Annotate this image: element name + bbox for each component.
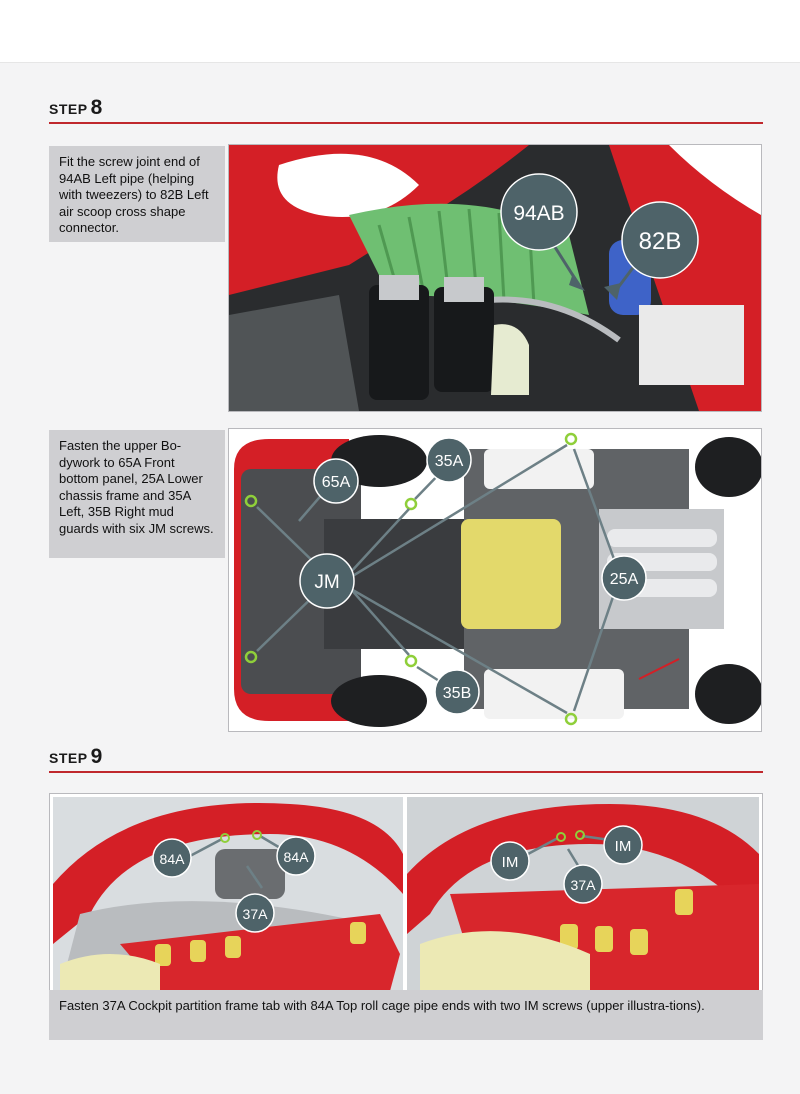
svg-text:84A: 84A (160, 851, 186, 867)
callout-im-left: IM (490, 841, 530, 881)
step-8-number: 8 (90, 96, 103, 119)
callout-84a-left: 84A (152, 838, 192, 878)
step-9-number: 9 (90, 745, 103, 768)
callout-84a-right: 84A (276, 836, 316, 876)
step-8-word: STEP (49, 101, 88, 117)
svg-text:IM: IM (615, 838, 632, 855)
svg-text:37A: 37A (243, 906, 269, 922)
page-header-band (0, 0, 800, 63)
step-9-caption: Fasten 37A Cockpit partition frame tab w… (49, 990, 763, 1040)
callout-35a: 35A (426, 437, 472, 483)
step-8-instruction-2: Fasten the upper Bo-dywork to 65A Front … (49, 430, 225, 558)
svg-text:82B: 82B (639, 228, 682, 255)
figure-step-9-panel (49, 793, 763, 990)
svg-text:37A: 37A (571, 877, 597, 893)
svg-text:25A: 25A (610, 571, 639, 588)
callout-im-right: IM (603, 825, 643, 865)
svg-text:94AB: 94AB (513, 202, 564, 225)
callout-25a: 25A (601, 555, 647, 601)
step-9-rule (49, 771, 763, 773)
svg-text:65A: 65A (322, 474, 351, 491)
callout-94ab: 94AB (500, 173, 578, 251)
svg-text:35A: 35A (435, 453, 464, 470)
callout-65a: 65A (313, 458, 359, 504)
callout-37a-left: 37A (235, 893, 275, 933)
roll-cage-illustrations (50, 794, 762, 990)
callout-35b: 35B (434, 669, 480, 715)
svg-text:35B: 35B (443, 685, 471, 702)
callout-37a-right: 37A (563, 864, 603, 904)
svg-text:JM: JM (314, 572, 339, 593)
callout-jm: JM (299, 553, 355, 609)
step-8-rule (49, 122, 763, 124)
svg-text:84A: 84A (284, 849, 310, 865)
step-8-instruction-1: Fit the screw joint end of 94AB Left pip… (49, 146, 225, 242)
callout-82b: 82B (621, 201, 699, 279)
svg-text:IM: IM (502, 854, 519, 871)
step-9-word: STEP (49, 750, 88, 766)
